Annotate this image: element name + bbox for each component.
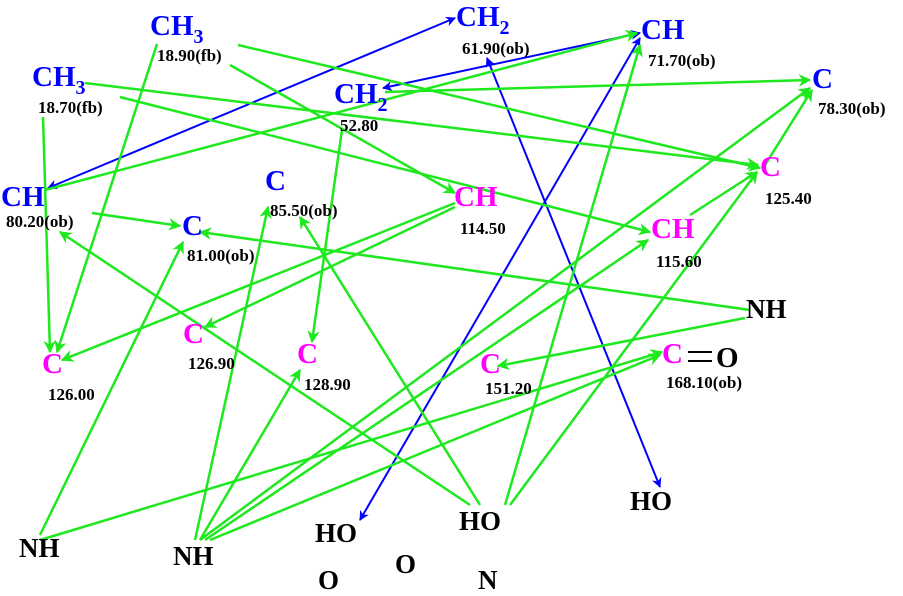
node-label: CH (454, 181, 498, 213)
shift-label: 61.90(ob) (462, 39, 530, 58)
ch-node-71-70: CH (641, 16, 685, 45)
node-label: C (183, 318, 204, 350)
node-label: CH (150, 10, 194, 42)
node-subscript: 2 (377, 94, 388, 116)
ch-node-115-60: CH (651, 215, 695, 244)
shift-label: 114.50 (460, 219, 506, 238)
shift-label: 125.40 (765, 189, 812, 208)
hmbc-arrow (209, 353, 662, 542)
nh-node-bottom: NH (173, 541, 214, 571)
o-atom-label: O (395, 549, 417, 579)
ho-node-middle: HO (459, 506, 502, 536)
c-node-125-40: C (760, 153, 781, 182)
c-node-126-90: C (183, 320, 204, 349)
ch2-node-52-80: CH2 (334, 78, 388, 116)
ch-node-114-50: CH (454, 183, 498, 212)
hmbc-arrow (60, 201, 456, 362)
ho-node-left: HO (315, 518, 358, 548)
hmbc-arrow (689, 170, 759, 217)
hmbc-arrow (204, 238, 650, 542)
node-label: C (297, 338, 318, 370)
shift-label: 81.00(ob) (187, 246, 255, 265)
c-node-85-50: C (265, 167, 286, 196)
hmbc-arrow (41, 116, 56, 354)
o-atom-label: O (318, 565, 340, 595)
hmbc-arrow (199, 86, 812, 542)
shift-label: 126.90 (188, 354, 235, 373)
node-label: CH (456, 1, 500, 33)
cosy-arrow (359, 37, 641, 521)
shift-label: 151.20 (485, 379, 532, 398)
hmbc-arrow (58, 230, 471, 507)
shift-label: 128.90 (304, 375, 351, 394)
hmbc-arrow (119, 95, 652, 236)
c-node-126-00: C (42, 350, 63, 379)
nh-node-left: NH (19, 533, 60, 563)
hmbc-arrow (91, 211, 182, 231)
shift-label: 18.90(fb) (157, 46, 222, 65)
node-label: C (480, 348, 501, 380)
hmbc-arrow (307, 129, 344, 344)
node-label: C (662, 338, 683, 370)
node-label: CH (641, 14, 685, 46)
hmbc-arrow (237, 43, 762, 172)
c-node-151-20: C (480, 350, 501, 379)
ch-node-80-20: CH (1, 183, 45, 212)
shift-label: 52.80 (340, 116, 379, 135)
hmbc-arrow (496, 316, 746, 370)
ch3-node-18-90: CH3 (150, 10, 204, 48)
carbonyl-c-node: C (662, 340, 683, 369)
hmbc-arrow (763, 88, 814, 166)
node-label: CH (334, 78, 378, 110)
node-label: C (42, 348, 63, 380)
shift-label: 115.60 (656, 252, 702, 271)
shift-label: 78.30(ob) (818, 99, 886, 118)
shift-label: 168.10(ob) (666, 373, 743, 392)
c-node-128-90: C (297, 340, 318, 369)
ch3-node-18-70: CH3 (32, 61, 86, 99)
node-subscript: 3 (75, 77, 86, 99)
hmbc-arrow (193, 205, 272, 541)
ch2-node-61-90: CH2 (456, 1, 510, 39)
hmbc-arrow (54, 43, 159, 354)
shift-label: 126.00 (48, 385, 95, 404)
hmbc-arrow (39, 349, 664, 542)
hmbc-arrow (298, 215, 482, 506)
hmbc-arrow (503, 43, 643, 506)
node-subscript: 2 (499, 17, 510, 39)
double-bond (688, 351, 712, 362)
shift-label: 85.50(ob) (270, 201, 338, 220)
hmbc-arrow (38, 240, 185, 536)
node-label: C (265, 165, 286, 197)
hmbc-arrow (84, 81, 760, 170)
node-label: CH (1, 181, 45, 213)
c-node-78-30: C (812, 65, 833, 94)
hmbc-arrow (198, 227, 751, 312)
ho-node-right: HO (630, 486, 673, 516)
carbonyl-o-label: O (716, 342, 739, 374)
hmbc-arrow (44, 29, 639, 192)
n-atom-label: N (478, 565, 498, 595)
hmbc-arrow (198, 368, 302, 541)
shift-label: 80.20(ob) (6, 212, 74, 231)
shift-label: 18.70(fb) (38, 98, 103, 117)
node-label: C (182, 210, 203, 242)
shift-label: 71.70(ob) (648, 51, 716, 70)
node-subscript: 3 (193, 26, 204, 48)
c-node-81-00: C (182, 212, 203, 241)
hmbc-arrow (384, 74, 812, 94)
nh-node-right: NH (746, 294, 787, 324)
node-label: CH (32, 61, 76, 93)
node-label: C (760, 151, 781, 183)
node-label: C (812, 63, 833, 95)
node-label: CH (651, 213, 695, 245)
hmbc-arrow (508, 170, 759, 506)
